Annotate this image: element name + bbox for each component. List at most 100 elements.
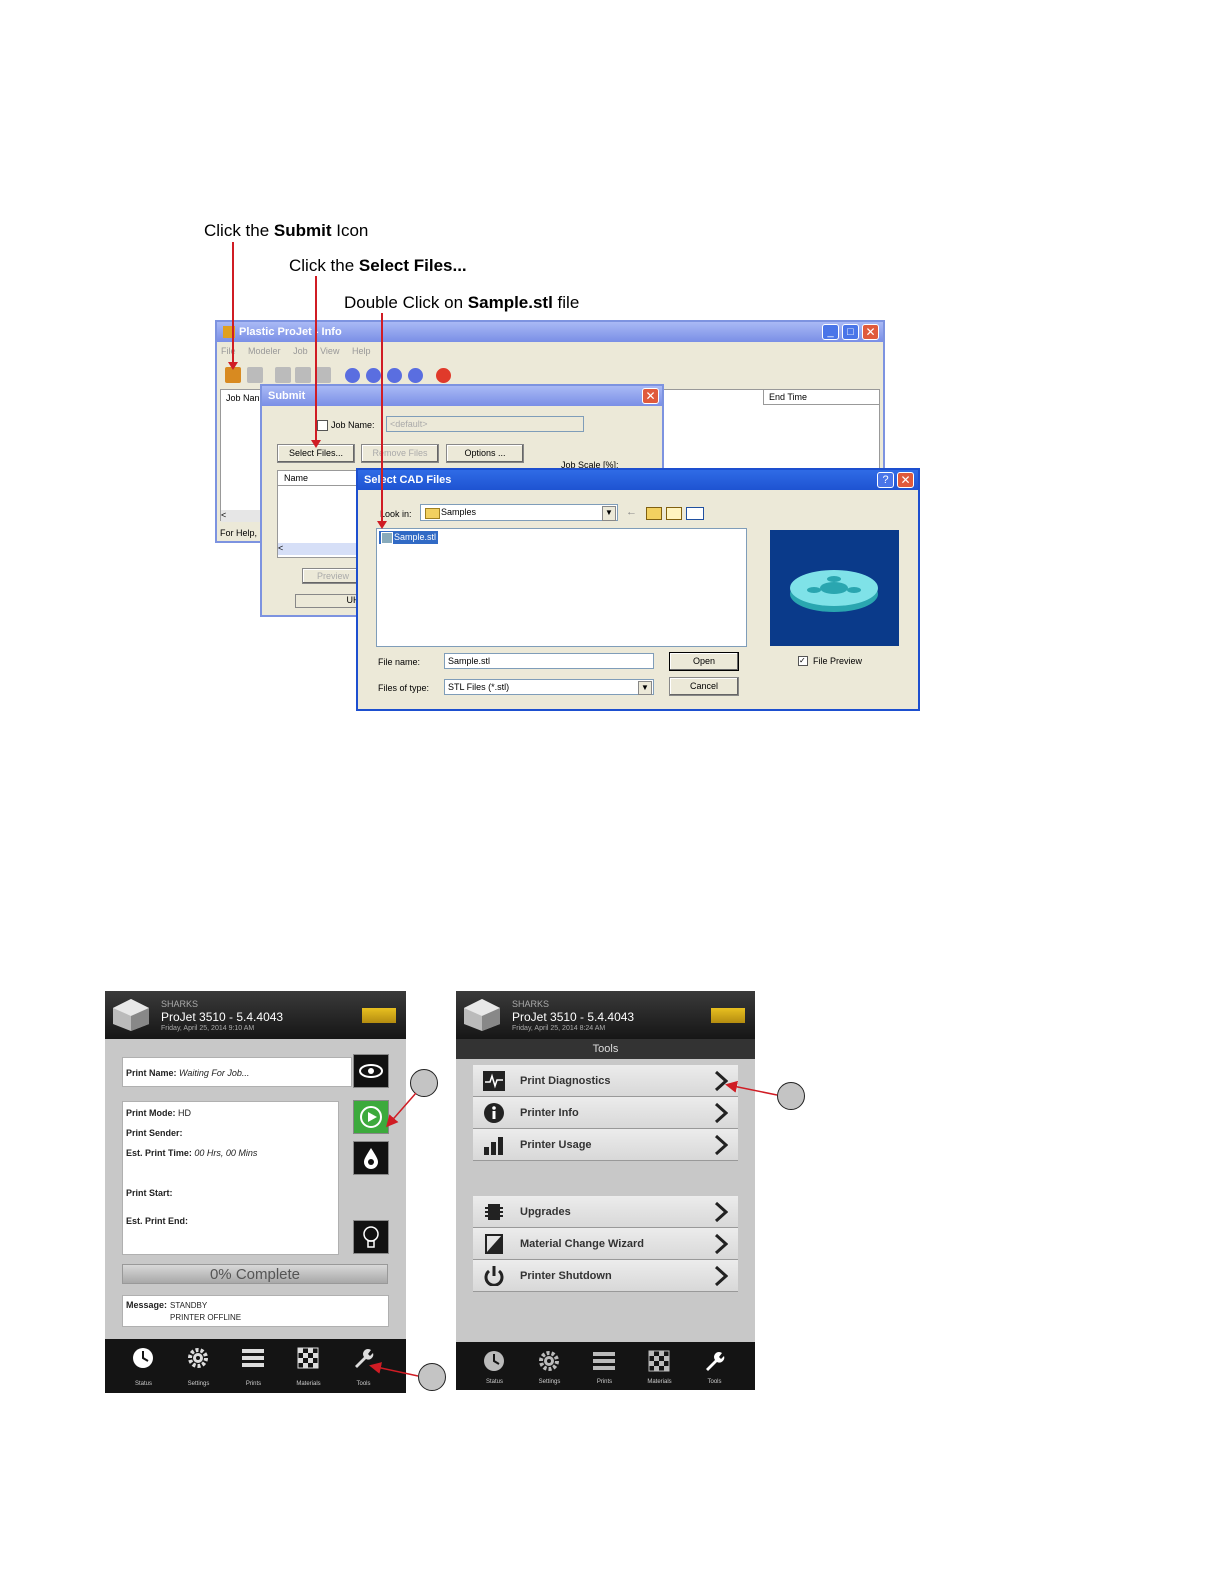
submit-close-button[interactable]: ✕ (642, 388, 659, 404)
nav-prints[interactable]: Prints (226, 1339, 281, 1393)
arrowhead-submit (228, 362, 238, 370)
back-icon[interactable]: ← (626, 506, 637, 518)
select-close-button[interactable]: ✕ (897, 472, 914, 488)
blue-circle-icon-4[interactable] (408, 368, 423, 383)
play-button[interactable] (353, 1100, 389, 1134)
chevron-right-icon (714, 1070, 728, 1092)
light-button[interactable] (353, 1220, 389, 1254)
arrowhead-select-files (311, 440, 321, 448)
printer-shutdown-row[interactable]: Printer Shutdown (473, 1260, 738, 1292)
file-name-label: File name: (378, 657, 421, 667)
nav-tools[interactable]: Tools (336, 1339, 391, 1393)
sample-stl-file[interactable]: Sample.stl (379, 531, 439, 544)
minimize-button[interactable]: _ (822, 324, 839, 340)
cancel-button[interactable]: Cancel (669, 677, 739, 696)
projet-cube-logo (464, 999, 500, 1031)
select-cad-dialog: Select CAD Files ? ✕ Look in: Samples ▼ … (356, 468, 920, 711)
wheel-preview-image (790, 570, 878, 612)
printer-usage-row[interactable]: Printer Usage (473, 1129, 738, 1161)
blue-circle-icon-3[interactable] (387, 368, 402, 383)
material-icon (485, 1234, 503, 1254)
nav-settings[interactable]: Settings (522, 1342, 577, 1396)
col-end-time-header[interactable]: End Time (763, 390, 879, 405)
nav-materials[interactable]: Materials (632, 1342, 687, 1396)
chevron-down-icon[interactable]: ▼ (638, 681, 652, 695)
printer-info-row[interactable]: Printer Info (473, 1097, 738, 1129)
files-of-type-select[interactable]: STL Files (*.stl)▼ (444, 679, 654, 695)
list-icon (593, 1352, 615, 1370)
toolbar-icon-4[interactable] (295, 367, 311, 383)
submit-icon[interactable] (225, 367, 241, 383)
file-preview-checkbox[interactable]: ✓ (798, 656, 808, 666)
help-button[interactable]: ? (877, 472, 894, 488)
material-button[interactable] (353, 1141, 389, 1175)
stop-icon[interactable] (436, 368, 451, 383)
instruction-sample-file: Double Click on Sample.stl file (344, 293, 580, 312)
maximize-button[interactable]: □ (842, 324, 859, 340)
est-print-time: Est. Print Time: 00 Hrs, 00 Mins (126, 1148, 258, 1158)
menu-modeler[interactable]: Modeler (248, 346, 281, 356)
name-column[interactable]: Name (284, 473, 309, 483)
callout-circle-diagnostics (777, 1082, 805, 1110)
menu-view[interactable]: View (320, 346, 340, 356)
drop-icon (364, 1148, 378, 1169)
progress-bar: 0% Complete (122, 1264, 388, 1284)
blue-circle-icon-2[interactable] (366, 368, 381, 383)
wrench-icon (706, 1352, 725, 1371)
menu-file[interactable]: File (221, 346, 236, 356)
scroll-left[interactable]: < (221, 510, 261, 522)
status-indicator (711, 1008, 745, 1023)
close-button[interactable]: ✕ (862, 324, 879, 340)
toolbar-icon-2[interactable] (247, 367, 263, 383)
file-list: Name < (277, 470, 361, 558)
chevron-down-icon[interactable]: ▼ (602, 506, 616, 521)
nav-status[interactable]: Status (467, 1342, 522, 1396)
wrench-icon (355, 1349, 374, 1368)
play-icon (360, 1106, 382, 1128)
col-job-name[interactable]: Job Nan (226, 393, 260, 403)
up-folder-icon[interactable] (646, 507, 662, 520)
printer-model: ProJet 3510 - 5.4.4043 (512, 1010, 635, 1024)
power-icon (484, 1266, 504, 1286)
upgrades-row[interactable]: Upgrades (473, 1196, 738, 1228)
open-button[interactable]: Open (669, 652, 739, 671)
file-list-scroll[interactable]: < (278, 543, 360, 555)
chevron-right-icon (714, 1233, 728, 1255)
est-print-end-label: Est. Print End: (126, 1216, 189, 1226)
brand: SHARKS (512, 999, 550, 1009)
nav-status[interactable]: Status (116, 1339, 171, 1393)
nav-tools[interactable]: Tools (687, 1342, 742, 1396)
new-folder-icon[interactable] (666, 507, 682, 520)
checker-icon (297, 1347, 319, 1369)
look-in-label: Look in: (380, 509, 412, 519)
view-menu-icon[interactable] (686, 507, 704, 520)
nav-settings[interactable]: Settings (171, 1339, 226, 1393)
nav-materials[interactable]: Materials (281, 1339, 336, 1393)
material-change-wizard-row[interactable]: Material Change Wizard (473, 1228, 738, 1260)
submit-titlebar: Submit (262, 386, 662, 406)
print-diagnostics-row[interactable]: Print Diagnostics (473, 1065, 738, 1097)
remove-files-button[interactable]: Remove Files (361, 444, 439, 463)
pointer-line-select-files (315, 276, 317, 442)
options-button[interactable]: Options ... (446, 444, 524, 463)
print-sender-label: Print Sender: (126, 1128, 183, 1138)
toolbar-icon-3[interactable] (275, 367, 291, 383)
blue-circle-icon-1[interactable] (345, 368, 360, 383)
pointer-line-submit (232, 242, 234, 364)
view-button[interactable] (353, 1054, 389, 1088)
nav-prints[interactable]: Prints (577, 1342, 632, 1396)
look-in-select[interactable]: Samples ▼ (420, 504, 618, 521)
job-name-input[interactable]: <default> (386, 416, 584, 432)
menu-help[interactable]: Help (351, 346, 371, 356)
brand: SHARKS (161, 999, 199, 1009)
file-name-input[interactable]: Sample.stl (444, 653, 654, 669)
chevron-right-icon (714, 1102, 728, 1124)
preview-button[interactable]: Preview (302, 568, 364, 584)
menu-job[interactable]: Job (293, 346, 308, 356)
job-name-checkbox[interactable] (317, 420, 328, 431)
callout-circle-play (410, 1069, 438, 1097)
status-indicator (362, 1008, 396, 1023)
print-start-label: Print Start: (126, 1188, 173, 1198)
toolbar-icon-5[interactable] (315, 367, 331, 383)
nav-bar: Status Settings Prints Materials Tools (456, 1342, 755, 1390)
